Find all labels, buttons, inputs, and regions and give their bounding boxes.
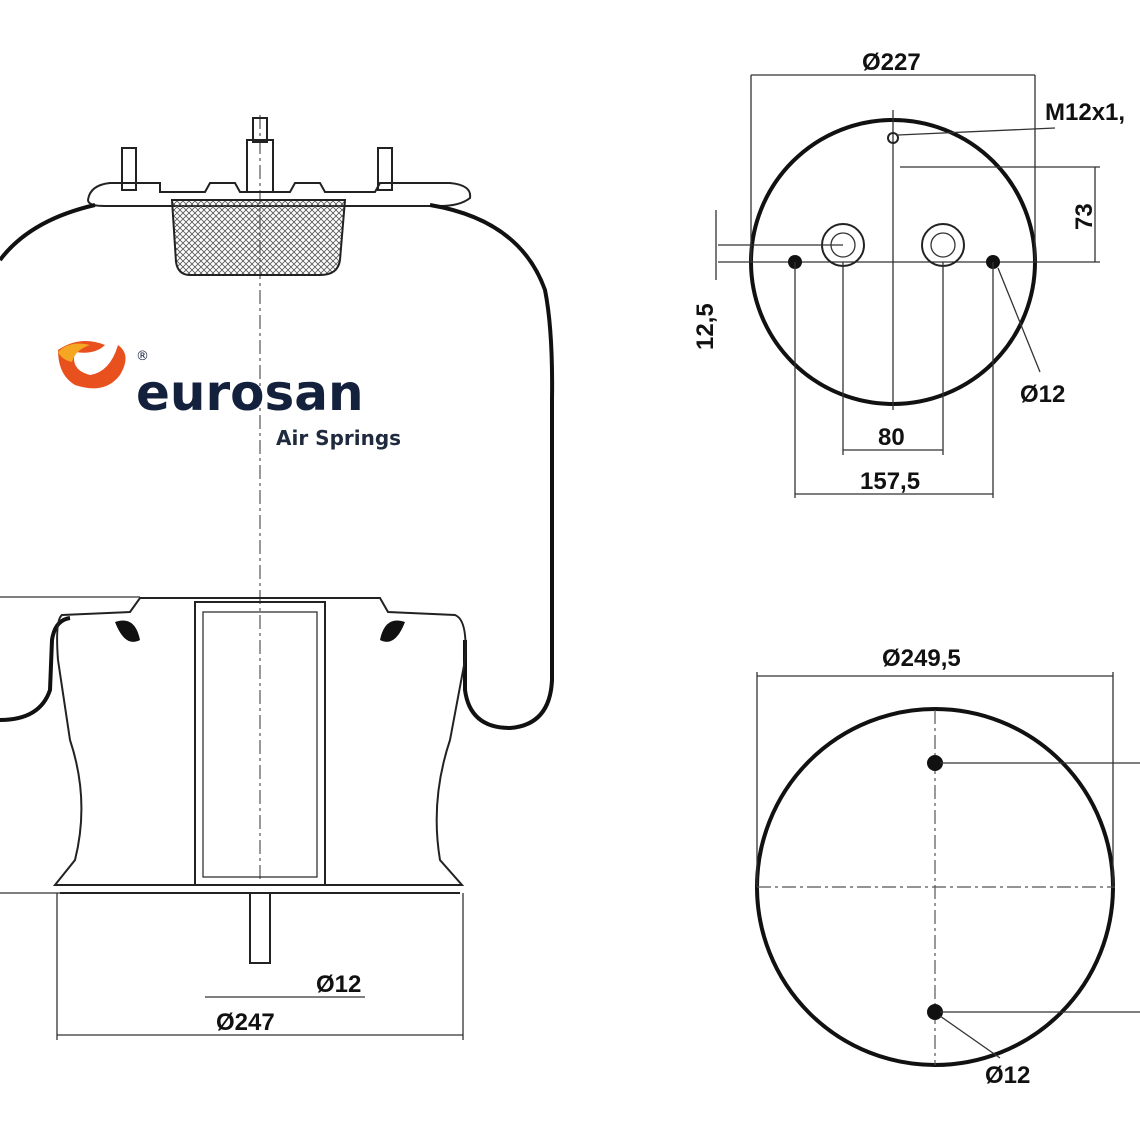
bellows-right	[429, 203, 555, 731]
leader-line	[939, 1015, 1001, 1059]
logo-mark	[58, 341, 126, 389]
hole-bottom	[927, 1004, 943, 1020]
piston-tube-inner	[202, 611, 318, 878]
dim-hole-bottom: Ø12	[985, 1062, 1030, 1089]
piston-tube	[194, 601, 326, 886]
bolt-hole-right	[921, 223, 965, 267]
dim-offset-73: 73	[1071, 203, 1098, 230]
dim-thread: M12x1,	[1045, 99, 1125, 126]
top-plate	[86, 182, 472, 207]
dim-offset-12-5: 12,5	[692, 303, 719, 350]
bolt-left	[121, 147, 137, 191]
dim-hole-top: Ø12	[1020, 381, 1065, 408]
dim-spacing-157-5: 157,5	[860, 468, 920, 495]
dim-spacing-80: 80	[878, 424, 905, 451]
logo-brand: eurosan	[136, 364, 364, 422]
bellows-left-lower	[0, 616, 71, 722]
bottom-stud	[249, 892, 271, 964]
registered-mark: ®	[136, 349, 149, 364]
bolt-right	[377, 147, 393, 191]
logo-mark-light	[58, 343, 90, 362]
thread-hole-icon	[887, 132, 899, 144]
bottom-view: Ø249,5 Ø12	[755, 645, 1140, 1089]
air-fitting	[246, 139, 274, 193]
bolt-hole-right-inner	[930, 232, 956, 258]
leader-line	[897, 127, 1056, 136]
bump-stop	[170, 199, 347, 276]
side-view: Ø247 Ø12	[0, 115, 555, 1040]
dim-stud-diameter: Ø12	[316, 971, 361, 998]
dim-top-diameter: Ø227	[862, 49, 921, 76]
dim-bottom-view-diameter: Ø249,5	[882, 645, 961, 672]
dim-bottom-diameter: Ø247	[216, 1009, 275, 1036]
fitting-tip	[252, 117, 268, 143]
leader-line	[997, 267, 1041, 373]
hole-top	[927, 755, 943, 771]
piston	[52, 597, 467, 886]
logo-tagline: Air Springs	[276, 426, 401, 450]
top-view: Ø227 M12x1, 73 12,5 Ø12 80 157,5	[692, 49, 1125, 498]
bellows-left	[0, 203, 96, 262]
eurosan-logo: ® eurosan Air Springs	[58, 341, 401, 450]
